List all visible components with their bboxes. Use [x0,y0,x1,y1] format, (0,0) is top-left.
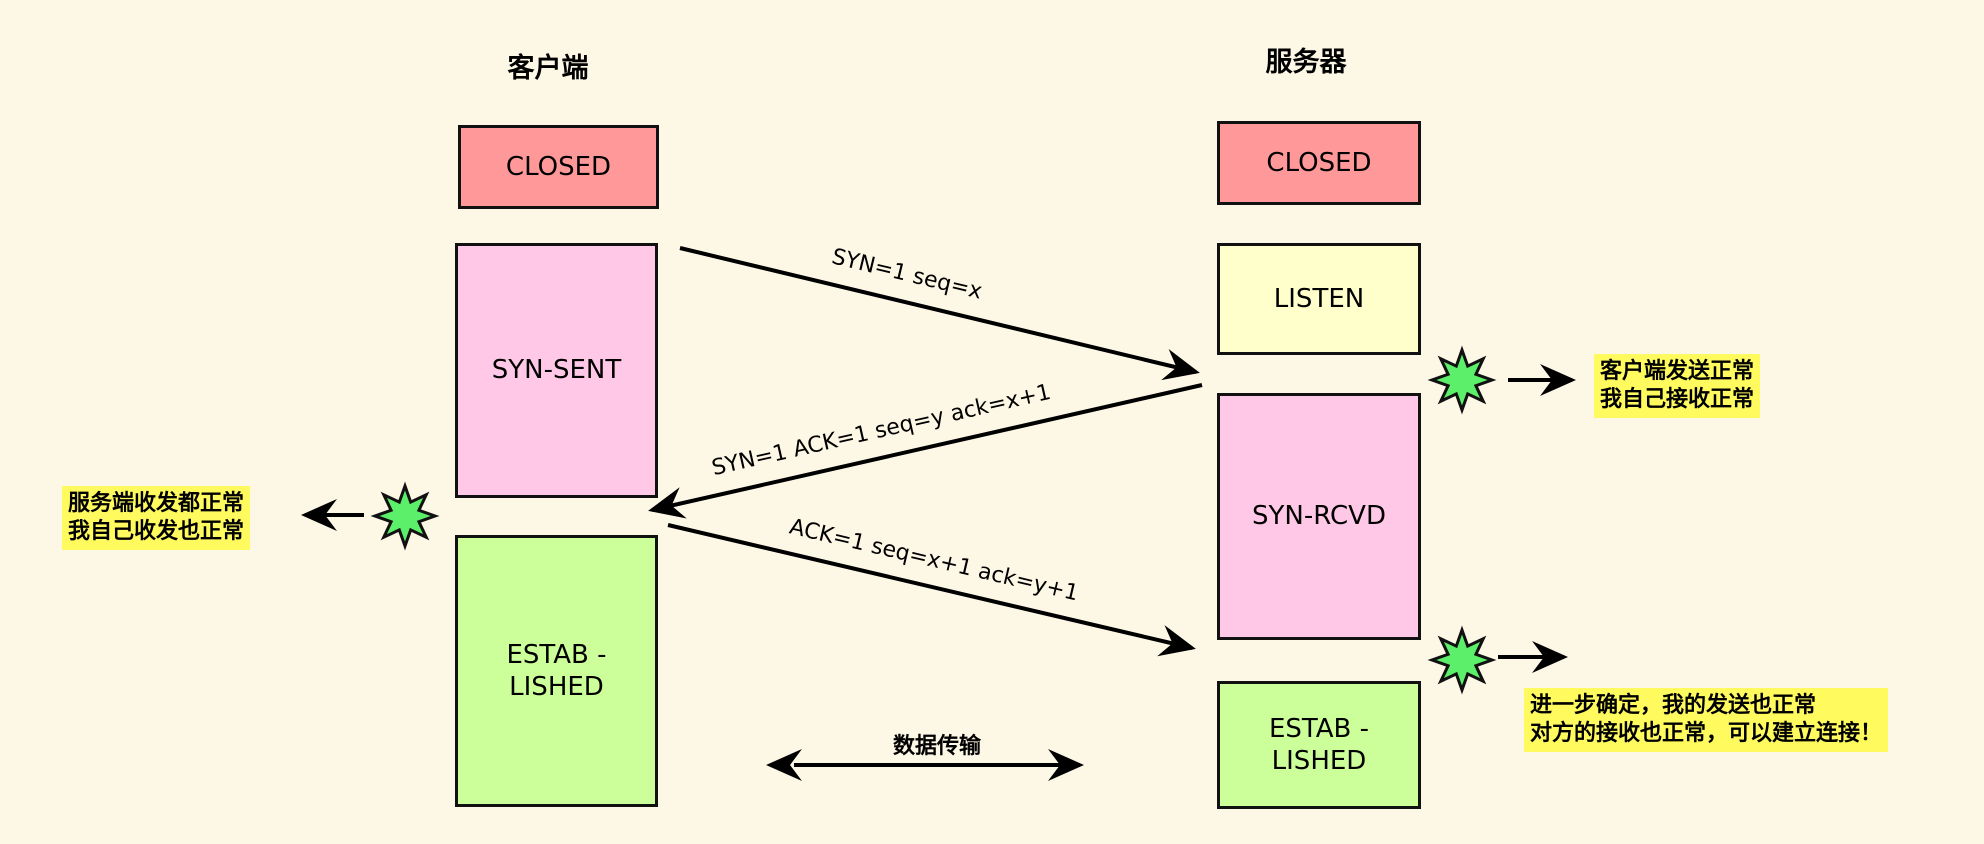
note-final-check: 进一步确定，我的发送也正常 对方的接收也正常，可以建立连接！ [1524,688,1889,752]
server-state-closed: CLOSED [1217,121,1421,205]
star-burst-icon-server-check [1427,345,1497,415]
client-state-closed: CLOSED [458,125,659,209]
syn-arrow [679,246,1200,381]
syn-ack-arrow [648,383,1203,519]
server-state-established: ESTAB - LISHED [1217,681,1421,809]
client-state-established: ESTAB - LISHED [455,535,658,807]
star-burst-icon-client-check [370,481,440,551]
client-header: 客户端 [507,53,589,84]
server-header: 服务器 [1265,47,1347,78]
data-transfer-label: 数据传输 [892,734,982,759]
note-client-check: 服务端收发都正常 我自己收发也正常 [62,486,251,550]
star-burst-icon-final-check [1427,625,1497,695]
note-server-check: 客户端发送正常 我自己接收正常 [1594,354,1761,418]
server-state-syn-rcvd: SYN-RCVD [1217,393,1421,640]
server-state-listen: LISTEN [1217,243,1421,355]
ack-arrow [667,523,1196,657]
client-state-syn-sent: SYN-SENT [455,243,658,498]
